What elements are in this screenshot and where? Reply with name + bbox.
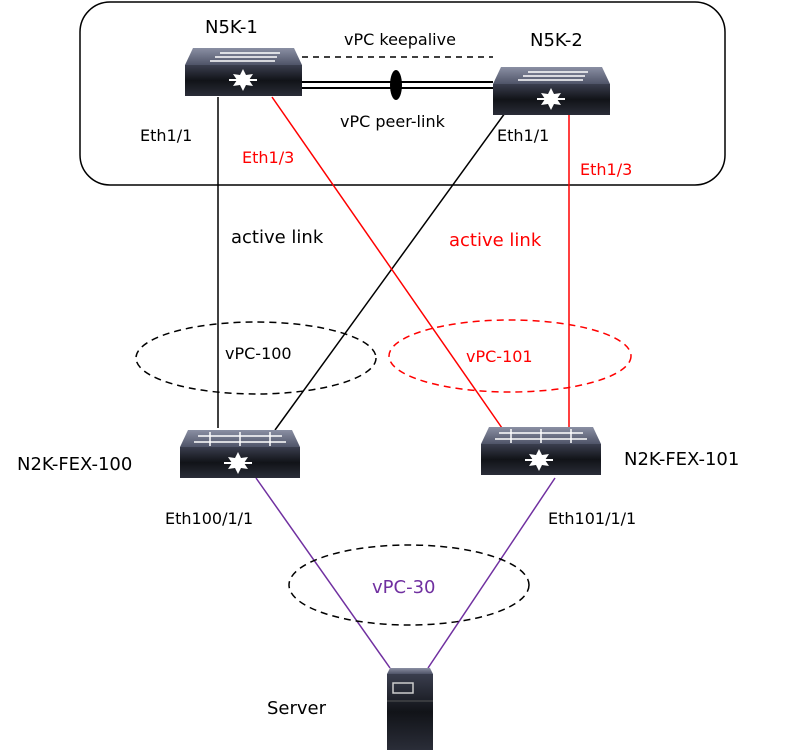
n5k1-eth13-label: Eth1/3 [242, 148, 294, 167]
n5k2-fex100-link [274, 112, 506, 431]
port-channel-icon [390, 70, 402, 100]
fex101-label: N2K-FEX-101 [624, 449, 739, 470]
n5k1-fex101-link [271, 96, 503, 429]
n5k2-label: N5K-2 [530, 30, 583, 51]
fex101-port-label: Eth101/1/1 [548, 509, 636, 528]
n5k1-eth11-label: Eth1/1 [140, 126, 192, 145]
vpc-30-ellipse [288, 544, 530, 626]
n5k1-label: N5K-1 [205, 17, 258, 38]
fex100-port-label: Eth100/1/1 [165, 509, 253, 528]
n5k-domain-box [79, 1, 726, 186]
server-icon[interactable] [387, 668, 433, 750]
vpc-101-label: vPC-101 [466, 347, 533, 366]
fex100-server-link [255, 477, 391, 669]
vpc-30-label: vPC-30 [372, 577, 435, 598]
active-link-label-red: active link [449, 230, 542, 251]
fex100-switch-icon[interactable] [180, 430, 300, 478]
n5k1-switch-icon[interactable] [185, 48, 302, 96]
vpc-100-ellipse [135, 321, 377, 395]
peer-link-label: vPC peer-link [340, 112, 446, 131]
vpc-100-label: vPC-100 [225, 344, 292, 363]
fex100-label: N2K-FEX-100 [17, 454, 132, 475]
fex101-switch-icon[interactable] [481, 427, 601, 475]
fex101-server-link [427, 477, 556, 669]
active-link-label-black: active link [231, 227, 324, 248]
n5k2-eth13-label: Eth1/3 [580, 160, 632, 179]
server-label: Server [267, 698, 327, 719]
n5k2-switch-icon[interactable] [493, 67, 610, 115]
keepalive-label: vPC keepalive [344, 30, 456, 49]
n5k2-eth11-label: Eth1/1 [497, 126, 549, 145]
vpc-101-ellipse [388, 319, 632, 393]
